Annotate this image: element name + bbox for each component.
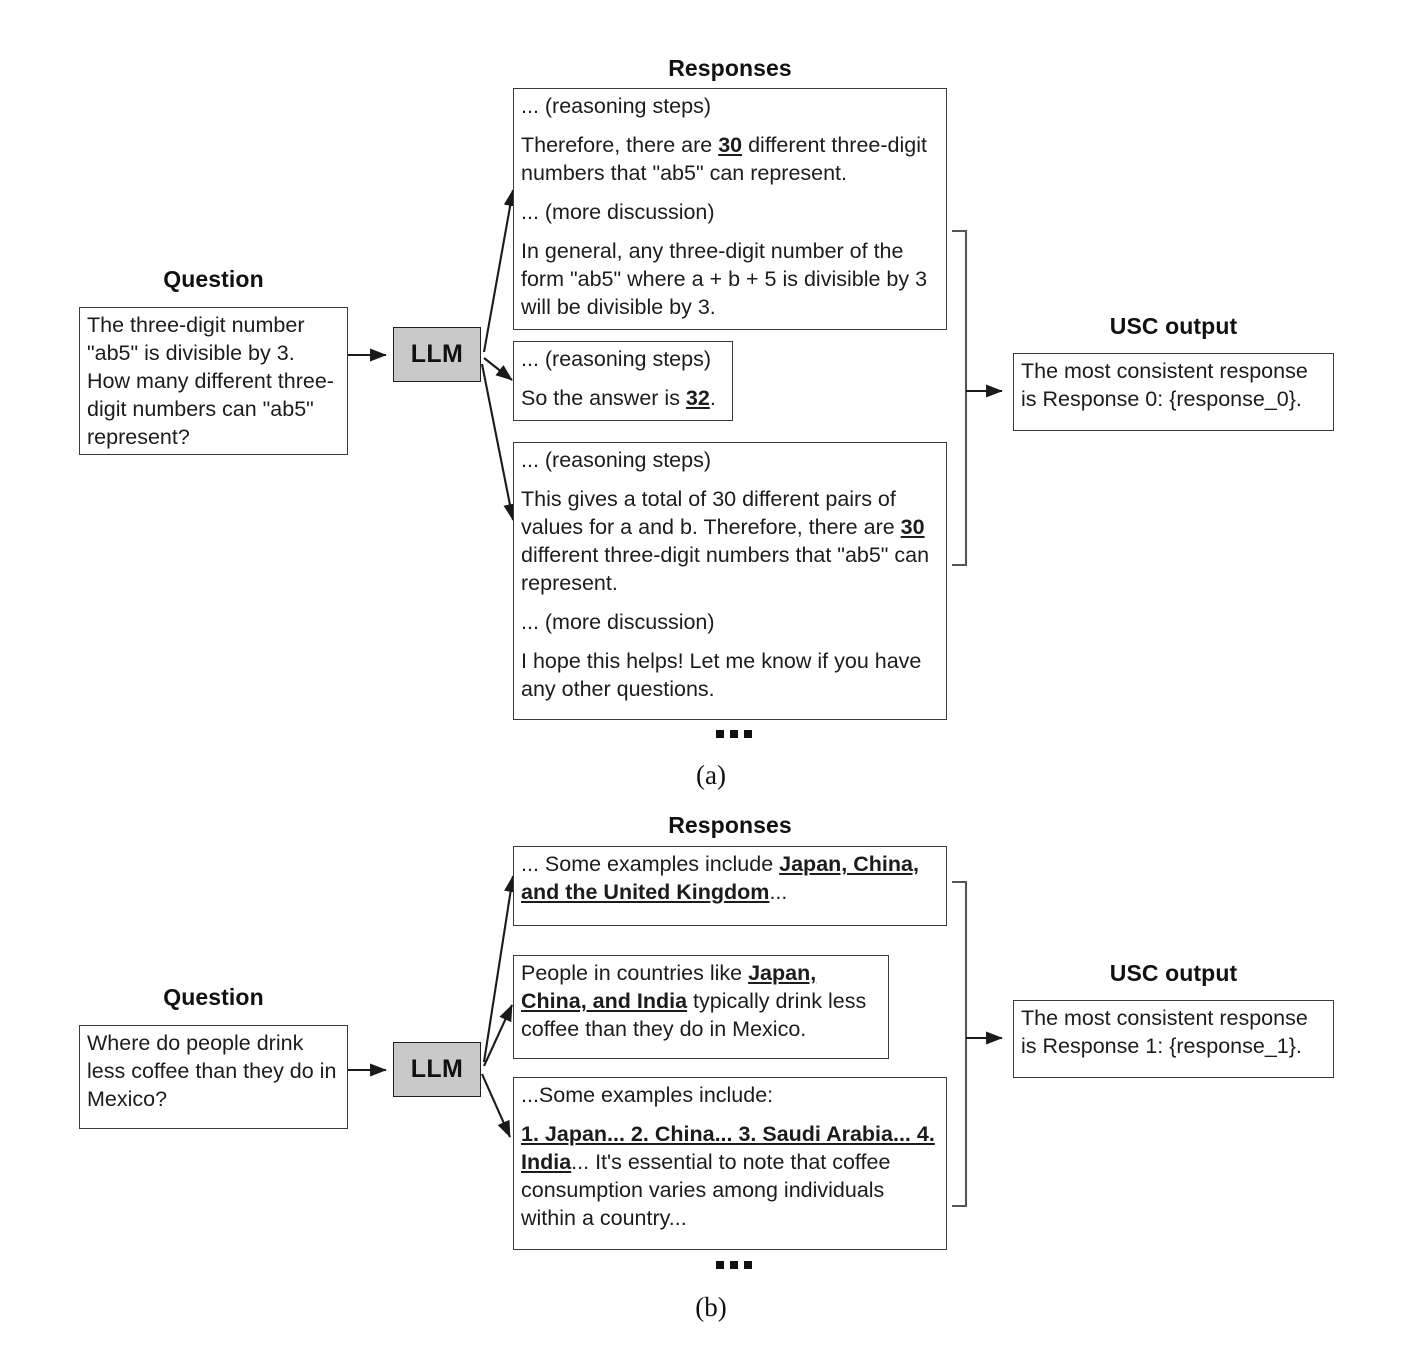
response-line: In general, any three-digit number of th… <box>521 238 928 319</box>
arrow-llm-to-response-0-a <box>482 189 517 353</box>
usc-output-text: The most consistent response is Response… <box>1021 359 1308 411</box>
arrow-llm-to-response-0-b <box>482 875 517 1063</box>
highlighted-answer: Japan, China, and the United Kingdom <box>521 852 919 904</box>
question-title-b: Question <box>163 984 264 1010</box>
response-line: So the answer is 32. <box>521 385 716 410</box>
usc-output-title-b: USC output <box>1109 960 1238 986</box>
llm-node-a: LLM <box>393 327 481 382</box>
response-line: 1. Japan... 2. China... 3. Saudi Arabia.… <box>521 1121 935 1230</box>
response-line: This gives a total of 30 different pairs… <box>521 486 930 595</box>
panel-caption-b: (b) <box>695 1292 727 1322</box>
response-box-b-1: People in countries like Japan, China, a… <box>513 955 889 1059</box>
response-line: ... (reasoning steps) <box>521 347 712 371</box>
arrow-llm-to-response-2-b <box>481 1073 511 1138</box>
highlighted-answer: Japan, China, and India <box>521 961 817 1013</box>
usc-output-text: The most consistent response is Response… <box>1021 1006 1308 1058</box>
more-responses-indicator-a <box>716 730 752 738</box>
question-box-b: Where do people drink less coffee than t… <box>79 1025 348 1129</box>
usc-output-box-a: The most consistent response is Response… <box>1013 353 1334 431</box>
more-responses-indicator-b <box>716 1261 752 1269</box>
aggregation-bracket-a <box>952 229 968 567</box>
aggregation-bracket-b <box>952 880 968 1208</box>
highlighted-answer: 30 <box>718 132 743 157</box>
highlighted-answer: 30 <box>900 514 925 539</box>
responses-title-b: Responses <box>668 812 792 838</box>
response-line: ... (more discussion) <box>521 609 715 634</box>
highlighted-answer: 1. Japan... 2. China... 3. Saudi Arabia.… <box>521 1121 935 1174</box>
response-line: ... (more discussion) <box>521 199 715 224</box>
question-text: The three-digit number "ab5" is divisibl… <box>87 313 334 449</box>
response-box-b-2: ...Some examples include: 1. Japan... 2.… <box>513 1077 947 1250</box>
question-text: Where do people drink less coffee than t… <box>87 1031 337 1111</box>
llm-node-b: LLM <box>393 1042 481 1097</box>
llm-label: LLM <box>410 1055 464 1083</box>
response-line: ... Some examples include Japan, China, … <box>521 852 919 904</box>
llm-label: LLM <box>410 340 464 368</box>
arrow-llm-to-response-2-a <box>480 363 517 521</box>
response-line: I hope this helps! Let me know if you ha… <box>521 648 922 701</box>
response-box-b-0: ... Some examples include Japan, China, … <box>513 846 947 926</box>
usc-output-title-a: USC output <box>1109 313 1238 339</box>
question-box-a: The three-digit number "ab5" is divisibl… <box>79 307 348 455</box>
response-box-a-1: ... (reasoning steps) So the answer is 3… <box>513 341 733 421</box>
response-box-a-2: ... (reasoning steps) This gives a total… <box>513 442 947 720</box>
arrow-llm-to-response-1-b <box>483 1004 513 1067</box>
response-box-a-0: ... (reasoning steps) Therefore, there a… <box>513 88 947 330</box>
response-line: ... (reasoning steps) <box>521 448 712 472</box>
response-line: ...Some examples include: <box>521 1083 774 1107</box>
panel-caption-a: (a) <box>696 760 726 790</box>
responses-title-a: Responses <box>668 55 792 81</box>
arrow-llm-to-response-1-a <box>483 357 513 381</box>
response-line: Therefore, there are 30 different three-… <box>521 132 927 185</box>
highlighted-answer: 32 <box>685 385 710 410</box>
response-line: People in countries like Japan, China, a… <box>521 961 867 1041</box>
question-title-a: Question <box>163 266 264 292</box>
response-line: ... (reasoning steps) <box>521 94 712 118</box>
usc-output-box-b: The most consistent response is Response… <box>1013 1000 1334 1078</box>
